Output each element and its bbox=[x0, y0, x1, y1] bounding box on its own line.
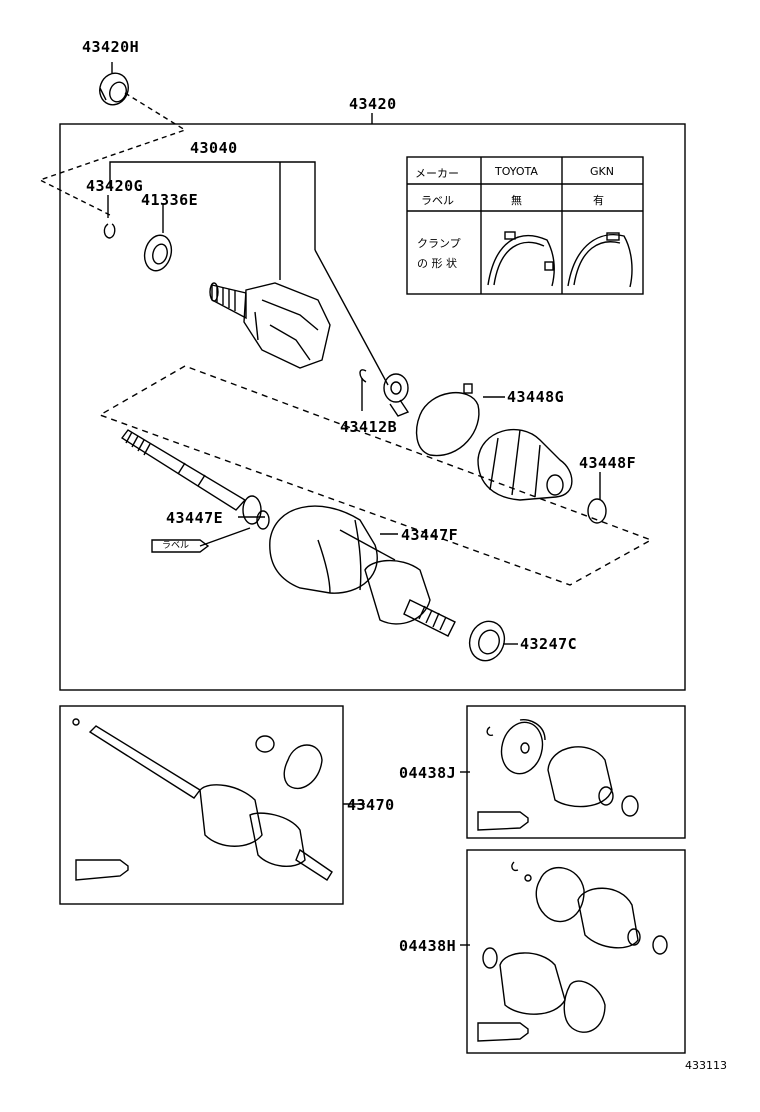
outer-boot bbox=[269, 505, 396, 594]
part-label-43420[interactable]: 43420 bbox=[349, 95, 397, 113]
seal-43247C bbox=[468, 620, 506, 662]
snap-ring-43420G bbox=[103, 223, 116, 239]
table-toyota-label-value: 無 bbox=[511, 194, 522, 207]
tripod-joint bbox=[383, 373, 410, 417]
part-label-43247C[interactable]: 43247C bbox=[520, 635, 578, 653]
part-label-41336E[interactable]: 41336E bbox=[141, 191, 199, 209]
outer-cv-joint bbox=[364, 559, 456, 637]
table-row-clamp-1: クランプ bbox=[417, 237, 461, 250]
diagram-code: 433113 bbox=[685, 1059, 727, 1072]
clamp-43448F bbox=[587, 498, 607, 524]
part-label-43470[interactable]: 43470 bbox=[347, 796, 395, 814]
label-leader bbox=[199, 527, 251, 547]
part-label-43448F[interactable]: 43448F bbox=[579, 454, 637, 472]
frame-43470 bbox=[59, 705, 344, 905]
joint-43040 bbox=[209, 282, 331, 369]
part-label-43448G[interactable]: 43448G bbox=[507, 388, 565, 406]
inner-boot bbox=[477, 429, 573, 501]
drive-shaft bbox=[120, 429, 270, 530]
table-header-maker: メーカー bbox=[415, 167, 459, 180]
table-gkn-label-value: 有 bbox=[593, 194, 604, 207]
table-row-clamp-2: の 形 状 bbox=[417, 257, 457, 270]
table-row-label: ラベル bbox=[421, 194, 454, 207]
seal-41336E bbox=[143, 234, 173, 272]
part-label-04438J[interactable]: 04438J bbox=[399, 764, 457, 782]
clamp-table bbox=[406, 156, 644, 295]
part-label-04438H[interactable]: 04438H bbox=[399, 937, 457, 955]
label-tag-shape bbox=[151, 539, 210, 553]
bearing-43420H bbox=[99, 72, 129, 106]
part-label-43412B[interactable]: 43412B bbox=[340, 418, 398, 436]
clip-43412B bbox=[359, 369, 367, 383]
part-label-43420H[interactable]: 43420H bbox=[82, 38, 140, 56]
table-header-toyota: TOYOTA bbox=[495, 165, 538, 178]
kit-04438J bbox=[477, 718, 639, 831]
frame-04438J bbox=[466, 705, 686, 839]
clamp-43448G bbox=[415, 391, 480, 457]
assembly-43470 bbox=[72, 718, 333, 881]
kit-04438H bbox=[477, 861, 668, 1042]
part-label-43040[interactable]: 43040 bbox=[190, 139, 238, 157]
label-tag-text: ラベル bbox=[162, 541, 190, 551]
frame-04438H bbox=[466, 849, 686, 1054]
part-label-43447F[interactable]: 43447F bbox=[401, 526, 459, 544]
part-label-43420G[interactable]: 43420G bbox=[86, 177, 144, 195]
part-label-43447E[interactable]: 43447E bbox=[166, 509, 224, 527]
clamp-table-text: メーカー TOYOTA GKN ラベル 無 有 クランプ の 形 状 bbox=[407, 157, 643, 294]
table-header-gkn: GKN bbox=[590, 165, 614, 178]
